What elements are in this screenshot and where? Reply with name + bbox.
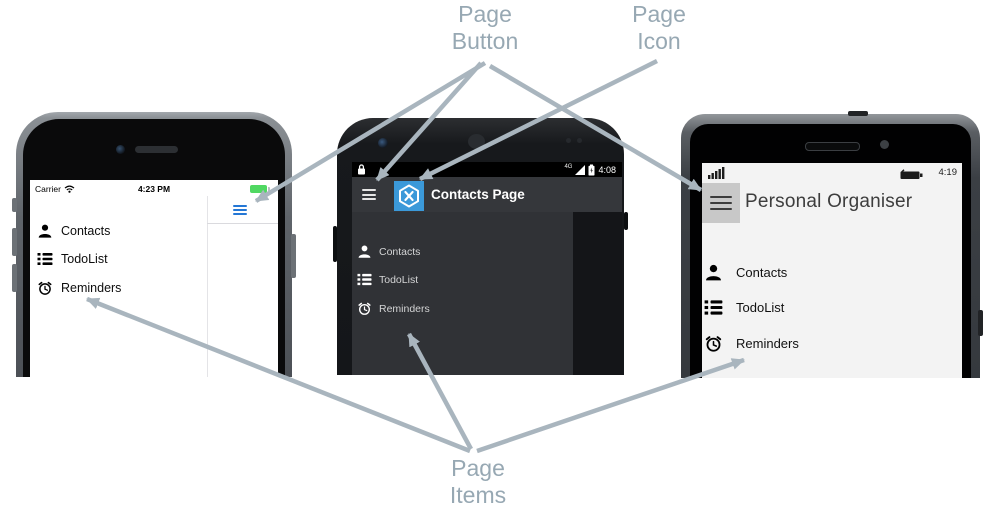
battery-icon [588, 164, 595, 175]
iphone-volume-up-button [12, 228, 17, 256]
bullet-list-icon [37, 253, 53, 265]
wp-status-bar: 4:19 [702, 163, 962, 181]
ios-navbar-divider [207, 223, 278, 224]
android-status-time: 4:08 [598, 164, 616, 175]
ios-status-bar: Carrier 4:23 PM [30, 183, 278, 196]
iphone-screen: Carrier 4:23 PM [30, 180, 278, 377]
lock-icon [358, 164, 365, 175]
person-icon [38, 224, 52, 238]
wp-status-time: 4:19 [938, 167, 958, 178]
windows-phone-mockup: 4:19 Personal Organiser Contacts T [681, 111, 983, 378]
menu-item-label: Reminders [736, 335, 799, 351]
android-earpiece [468, 134, 485, 149]
menu-item-label: Reminders [379, 302, 430, 315]
ios-hamburger-button[interactable] [233, 205, 247, 215]
wp-top-button [848, 111, 868, 116]
android-detail-page-dimmed [573, 212, 622, 375]
signal-bars-icon [708, 167, 725, 179]
battery-icon [250, 185, 270, 193]
bullet-list-icon [704, 299, 723, 315]
android-screen: 4G 4:08 [352, 162, 622, 375]
alarm-clock-icon [705, 335, 722, 352]
wp-menu-item-todolist[interactable]: TodoList [704, 297, 874, 317]
ios-menu-item-reminders[interactable]: Reminders [37, 280, 187, 296]
ios-menu-item-contacts[interactable]: Contacts [37, 223, 187, 239]
annotation-page-button: Page Button [451, 1, 519, 54]
ios-carrier-label: Carrier [35, 184, 61, 194]
iphone-earpiece [135, 146, 178, 153]
ios-status-time: 4:23 PM [137, 184, 171, 194]
android-front-camera [378, 138, 388, 148]
ios-menu-item-todolist[interactable]: TodoList [37, 251, 187, 267]
android-power-button [624, 212, 628, 230]
menu-item-label: TodoList [61, 252, 108, 266]
signal-icon [575, 164, 586, 175]
wp-menu-item-contacts[interactable]: Contacts [704, 262, 874, 282]
annotation-page-icon: Page Icon [632, 1, 686, 54]
wifi-icon [64, 185, 75, 193]
menu-item-label: TodoList [379, 273, 419, 286]
alarm-clock-icon [38, 281, 52, 295]
iphone-mockup: Carrier 4:23 PM [12, 112, 296, 377]
ios-carrier: Carrier [35, 184, 75, 194]
android-hamburger-button[interactable] [362, 189, 376, 200]
iphone-front-camera [116, 145, 125, 154]
android-menu-item-reminders[interactable]: Reminders [357, 300, 497, 317]
android-mockup: 4G 4:08 [333, 118, 628, 375]
xamarin-logo [394, 181, 424, 211]
menu-item-label: Contacts [736, 264, 788, 280]
wp-hamburger-button[interactable] [702, 183, 740, 223]
android-menu-item-todolist[interactable]: TodoList [357, 271, 497, 288]
menu-item-label: Contacts [379, 245, 421, 258]
person-icon [706, 264, 721, 280]
android-status-bar: 4G 4:08 [352, 162, 622, 177]
android-menu-item-contacts[interactable]: Contacts [357, 243, 497, 260]
iphone-mute-switch [12, 198, 17, 212]
bullet-list-icon [357, 273, 372, 286]
iphone-volume-down-button [12, 264, 17, 292]
wp-side-button [978, 310, 983, 336]
menu-item-label: TodoList [736, 299, 785, 315]
iphone-power-button [291, 234, 296, 278]
android-sensors [566, 138, 584, 143]
ios-flyout-divider [207, 196, 208, 377]
android-action-bar: Contacts Page [352, 177, 622, 212]
wp-front-camera [880, 140, 889, 149]
alarm-clock-icon [358, 302, 371, 315]
wp-screen: 4:19 Personal Organiser Contacts T [702, 163, 962, 378]
menu-item-label: Contacts [61, 224, 111, 238]
battery-icon [900, 169, 923, 179]
wp-earpiece [805, 142, 860, 151]
annotation-page-items: Page Items [449, 455, 507, 508]
android-network-label: 4G [564, 163, 573, 170]
menu-item-label: Reminders [61, 281, 122, 295]
wp-menu-item-reminders[interactable]: Reminders [704, 333, 874, 353]
android-page-title: Contacts Page [431, 187, 525, 202]
android-flyout-drawer [352, 212, 573, 375]
person-icon [358, 245, 371, 258]
android-volume-button [333, 226, 337, 262]
wp-page-title: Personal Organiser [745, 191, 913, 212]
